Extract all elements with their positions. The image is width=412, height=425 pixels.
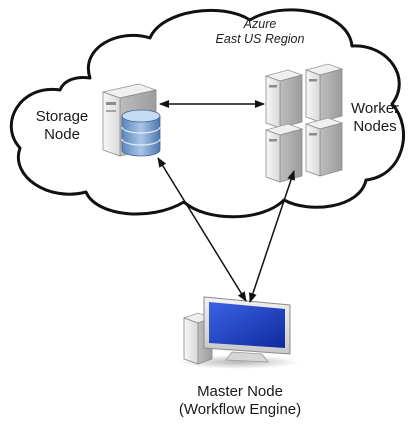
- master-node: [176, 296, 300, 369]
- database-icon: [121, 109, 161, 157]
- worker-nodes-label: Worker Nodes: [340, 100, 410, 135]
- worker-server-icon: [304, 117, 344, 177]
- master-node-label-line2: (Workflow Engine): [178, 400, 302, 418]
- cloud-label: Azure East US Region: [190, 17, 330, 47]
- monitor-icon: [203, 296, 291, 363]
- connections: [157, 100, 295, 303]
- master-node-label-line1: Master Node: [197, 383, 283, 400]
- master-node-label: Master Node (Workflow Engine): [160, 383, 320, 418]
- cloud-label-line1: Azure: [243, 17, 277, 31]
- worker-nodes-label-line2: Nodes: [353, 117, 397, 135]
- worker-server-icon: [264, 123, 304, 183]
- cloud-outline: [9, 8, 405, 219]
- storage-node-label-line2: Node: [44, 125, 80, 143]
- worker-nodes: [264, 63, 344, 183]
- worker-server-icon: [264, 69, 304, 129]
- cloud: [9, 8, 405, 219]
- storage-node: [101, 83, 161, 157]
- arrow-storage-master: [157, 157, 247, 302]
- worker-server-icon: [304, 63, 344, 123]
- storage-node-label-line1: Storage: [35, 108, 89, 125]
- storage-node-label: Storage Node: [22, 108, 102, 143]
- arrow-worker-master: [249, 170, 295, 303]
- cloud-label-line2: East US Region: [215, 31, 305, 46]
- worker-nodes-label-line1: Worker: [350, 100, 400, 117]
